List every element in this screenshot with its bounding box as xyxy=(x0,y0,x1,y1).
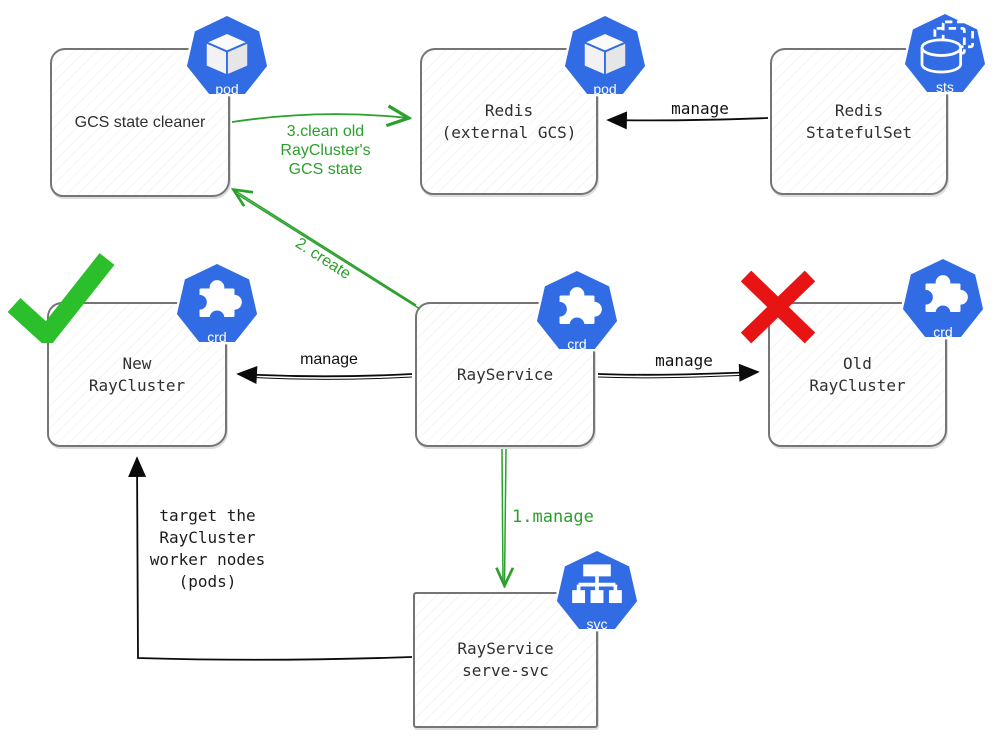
node-label-line2: RayCluster xyxy=(809,375,906,395)
edge-manage-new-arrow-sketch xyxy=(243,376,413,380)
node-label-line2: StatefulSet xyxy=(806,122,912,142)
edge-manage-serve-line2 xyxy=(501,448,504,585)
node-label-line2: serve-svc xyxy=(462,661,549,680)
crd-icon: crd xyxy=(897,253,989,347)
crd-icon-label: crd xyxy=(933,324,953,340)
crd-icon: crd xyxy=(531,265,623,359)
edge-manage-new-arrow xyxy=(236,366,413,384)
pod-icon: pod xyxy=(559,10,651,104)
statefulset-icon-label: sts xyxy=(936,79,954,95)
cross-icon xyxy=(735,266,821,348)
edge-label-line1: 3.clean old xyxy=(286,123,365,140)
edge-manage-old-arrow-sketch xyxy=(597,374,751,379)
node-label: RayService serve-svc xyxy=(457,638,553,682)
node-label-line1: Redis xyxy=(484,100,534,120)
crd-icon-label: crd xyxy=(567,336,587,352)
node-label: RayService xyxy=(456,364,554,384)
note-line2: RayCluster xyxy=(159,528,256,547)
pod-icon-label: pod xyxy=(593,81,617,97)
node-rayservice-serve-svc: RayService serve-svc xyxy=(413,592,598,728)
node-label-line1: New xyxy=(122,353,152,373)
node-label-line2: (external GCS) xyxy=(441,122,577,142)
node-redis-external-gcs: Redis(external GCS) xyxy=(420,48,598,195)
pod-icon-label: pod xyxy=(215,81,239,97)
edge-clean-old-arrow xyxy=(231,114,408,122)
edge-manage-redis-arrow xyxy=(606,111,769,130)
edge-label-manage-redis: manage xyxy=(671,99,729,118)
edge-label-manage-old: manage xyxy=(655,351,713,370)
edge-label-line2: RayCluster's xyxy=(280,142,371,159)
edge-manage-old-arrow xyxy=(597,363,760,382)
note-line1: target the xyxy=(159,506,256,525)
node-label-line1: Redis xyxy=(834,100,884,120)
crd-icon: crd xyxy=(171,258,263,352)
note-line4: (pods) xyxy=(178,572,237,591)
statefulset-icon: sts xyxy=(899,8,991,102)
edge-label-manage-new: manage xyxy=(300,351,358,368)
note-line3: worker nodes xyxy=(149,550,266,569)
check-icon xyxy=(2,251,116,349)
crd-icon-label: crd xyxy=(207,329,227,345)
edge-label-manage-serve: 1.manage xyxy=(512,507,594,527)
node-label-line2: RayCluster xyxy=(88,375,186,395)
edge-manage-serve-arrow xyxy=(505,448,507,585)
node-label: Redis(external GCS) xyxy=(442,100,577,144)
node-label-line1: RayService xyxy=(457,639,554,658)
service-icon-label: svc xyxy=(586,616,608,632)
node-label-line1: Old xyxy=(843,353,872,373)
pod-icon: pod xyxy=(181,10,273,104)
node-label: GCS state cleaner xyxy=(74,113,206,131)
edge-label-create: 2. create xyxy=(292,234,354,284)
edge-label-line3: GCS state xyxy=(288,161,363,178)
service-icon: svc xyxy=(551,545,643,639)
